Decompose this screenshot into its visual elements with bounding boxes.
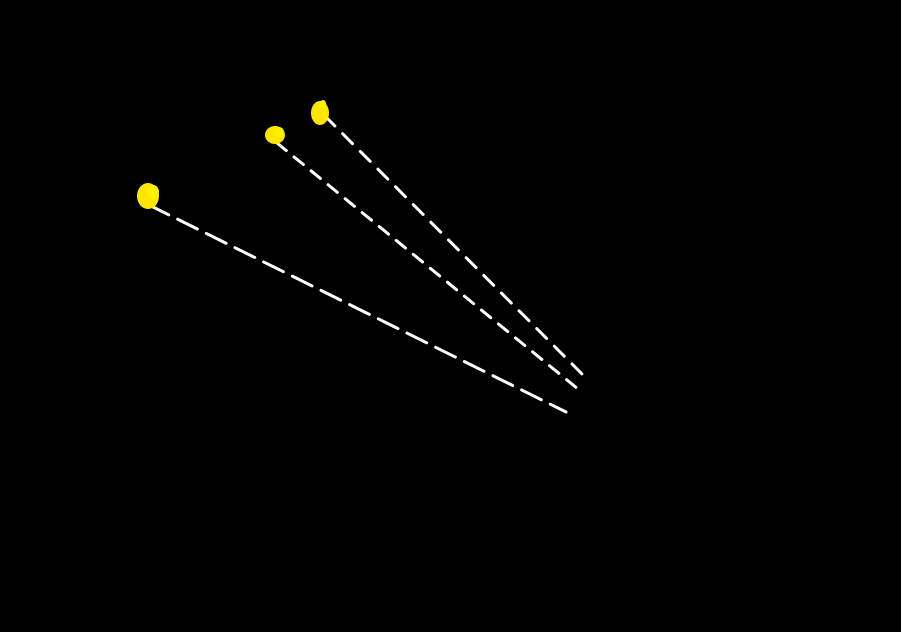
yellow-point-right (311, 100, 329, 125)
dashed-line-left (147, 203, 568, 414)
yellow-point-left (137, 183, 159, 209)
yellow-point-middle (265, 126, 285, 144)
dashed-line-middle (275, 141, 580, 391)
dashed-line-right (323, 114, 589, 381)
